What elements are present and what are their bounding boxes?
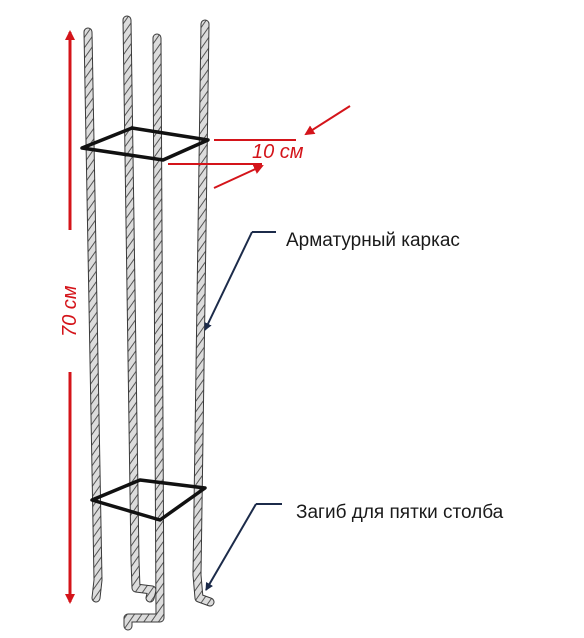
width-arrow-bottom: [213, 164, 264, 189]
width-arrow-top: [304, 105, 351, 136]
frame-label: Арматурный каркас: [286, 230, 460, 251]
bend-leader: [205, 503, 282, 591]
width-label: 10 см: [252, 141, 304, 163]
bend-label: Загиб для пятки столба: [296, 502, 504, 523]
top-tie-frame: [80, 126, 210, 162]
height-label: 70 см: [59, 285, 81, 337]
rebar-rods: [83, 15, 215, 631]
bottom-tie-frame: [90, 478, 207, 522]
frame-leader: [204, 231, 276, 331]
width-dimension: 10 см: [168, 105, 351, 189]
